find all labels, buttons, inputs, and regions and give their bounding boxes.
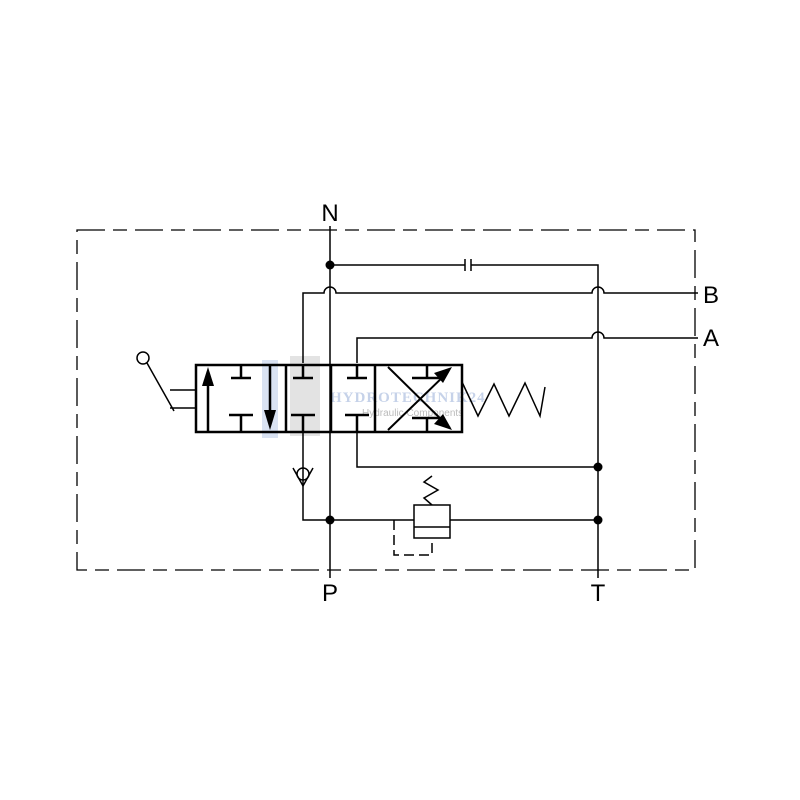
line-check-return: [302, 432, 598, 521]
check-valve-icon: [292, 467, 314, 488]
junction-dot: [593, 462, 603, 472]
junction-dot: [593, 515, 603, 525]
directional-valve: [194, 363, 464, 434]
lever-knob-icon[interactable]: [136, 351, 150, 365]
junction-dot: [325, 515, 335, 525]
relief-valve: [393, 475, 451, 556]
lever-icon[interactable]: [146, 362, 196, 412]
lever-actuator[interactable]: [136, 351, 196, 412]
line-a: [356, 331, 698, 363]
port-label-a: A: [703, 325, 719, 352]
line-n-t: [330, 264, 599, 520]
port-label-n: N: [321, 200, 338, 227]
port-label-t: T: [591, 580, 606, 607]
port-label-p: P: [322, 580, 338, 607]
svg-text:HYDROTECHNIK24: HYDROTECHNIK24: [330, 390, 486, 406]
port-label-b: B: [703, 282, 719, 309]
svg-text:Hydraulic Components: Hydraulic Components: [362, 408, 463, 419]
orifice-icon: [464, 259, 472, 271]
line-b: [302, 286, 698, 363]
valve-body-enclosure: [76, 229, 696, 571]
spring-icon: [461, 381, 546, 419]
line-a-tank: [356, 432, 598, 468]
relief-spring-icon: [422, 475, 440, 506]
pilot-drain-line: [393, 520, 433, 556]
